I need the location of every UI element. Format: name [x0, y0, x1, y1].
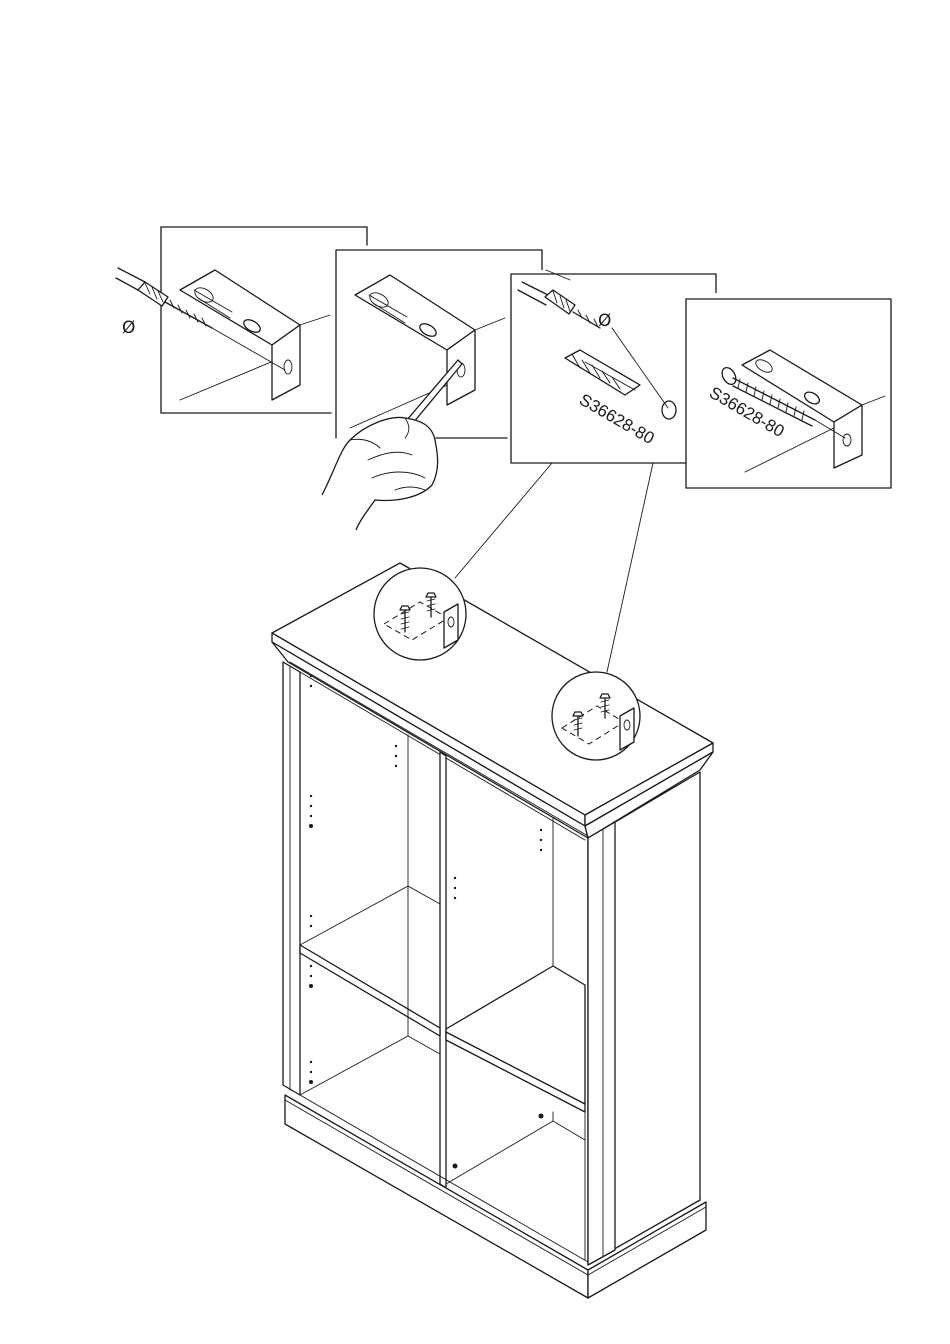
bookcase [272, 563, 713, 1298]
drill-diameter-symbol-3: Ø [598, 311, 611, 331]
bracket-2 [355, 275, 505, 405]
plinth [285, 1095, 588, 1298]
bracket-1 [180, 270, 330, 400]
shelf-left [300, 945, 440, 1036]
wall-plug [565, 350, 640, 395]
step-1-panel: Ø [116, 227, 367, 413]
screw-code-step3: S36628-80 [576, 390, 658, 448]
hand [322, 417, 438, 530]
step-3-panel: Ø S36628-80 [511, 270, 716, 463]
shelf-right [446, 966, 585, 1104]
detail-circle-right [552, 672, 640, 760]
drill-3 [518, 282, 600, 328]
step-4-panel: S36628-80 [686, 299, 891, 488]
wall-hole [662, 401, 676, 419]
step-2-panel [322, 250, 542, 530]
center-divider [440, 752, 446, 1188]
leader-line-right [607, 463, 653, 672]
leader-line-left [455, 463, 552, 578]
drill-diameter-symbol-1: Ø [122, 318, 135, 338]
detail-circle-left [374, 568, 466, 660]
